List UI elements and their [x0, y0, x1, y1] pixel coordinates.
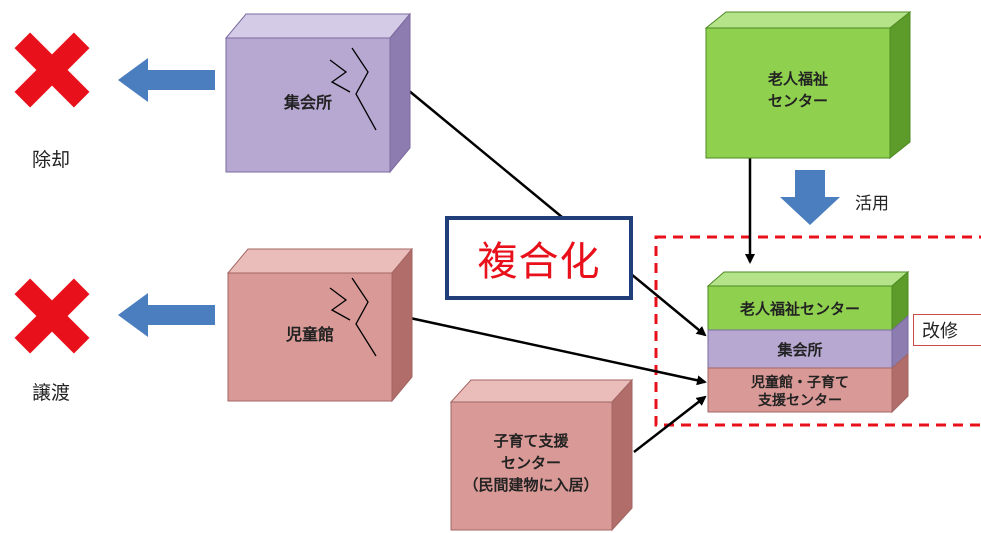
transfer-arrow-icon — [118, 293, 215, 337]
crack-icon — [351, 277, 377, 357]
demolish-label: 除却 — [32, 149, 71, 171]
connector-shukaisho-to-stack — [407, 89, 707, 337]
kosodate-label-line2: センター — [501, 454, 561, 472]
rojin-box — [704, 10, 912, 160]
jidokan-box — [226, 247, 414, 403]
connector-jidokan-to-stack — [409, 316, 707, 386]
renovation-area-dashed-frame — [654, 235, 981, 427]
rojin-label-line1: 老人福祉 — [767, 70, 828, 88]
transfer-label: 譲渡 — [32, 382, 71, 404]
stack-layer1-label: 老人福祉センター — [739, 300, 860, 318]
combined-facility-stack — [706, 270, 910, 414]
kosodate-label-line3: （民間建物に入居） — [463, 476, 598, 494]
reuse-label: 活用 — [855, 194, 889, 214]
stack-layer3-label-line1: 児童館・子育て — [750, 374, 849, 391]
connector-kosodate-to-stack — [633, 395, 707, 453]
renovation-callout: 改修 — [913, 314, 981, 346]
transfer-cross-icon — [14, 278, 90, 354]
rojin-label-line2: センター — [768, 92, 828, 110]
shukaisho-box — [224, 12, 412, 174]
jidokan-label: 児童館 — [285, 325, 334, 344]
kosodate-label-line1: 子育て支援 — [493, 432, 569, 450]
crack-icon — [351, 47, 377, 131]
shukaisho-label: 集会所 — [283, 93, 332, 112]
crack-icon — [329, 59, 351, 93]
stack-layer2-label: 集会所 — [776, 341, 822, 359]
demolish-arrow-icon — [118, 58, 215, 102]
crack-icon — [329, 287, 351, 321]
demolish-cross-icon — [14, 32, 90, 108]
stack-layer3-label-line2: 支援センター — [757, 392, 842, 409]
kosodate-box — [449, 378, 634, 532]
consolidation-callout: 複合化 — [445, 216, 633, 300]
reuse-down-arrow-icon — [780, 170, 840, 225]
